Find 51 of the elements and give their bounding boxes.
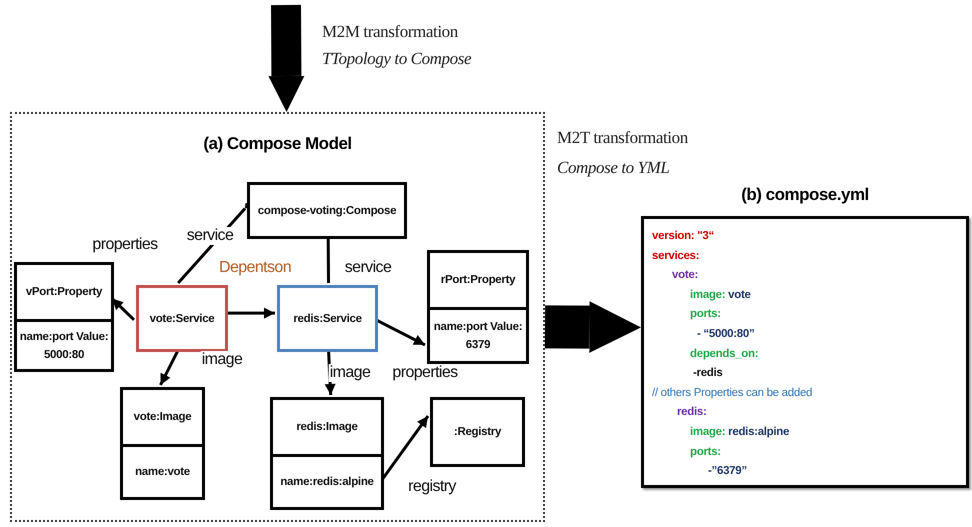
block-arrow [544,301,641,353]
code-line: image: redis:alpine [689,424,790,440]
arrow [324,350,336,396]
code-line: -redis [692,366,724,382]
code-line: version: "3“ [652,229,715,244]
code-line: ports: [689,444,722,460]
attribute-text: name:port Value: 6379 [432,320,524,352]
edge-label: image [328,364,372,382]
attribute-text: name:port Value: 5000:80 [18,330,110,362]
transformation-note: M2T transformation [557,128,688,148]
class-box [430,397,525,467]
code-line: ports: [689,307,722,322]
class-name: compose-voting:Compose [258,204,396,218]
class-name: redis:Image [296,420,358,435]
transformation-note: Compose to YML [557,158,670,178]
edge-label: properties [91,236,159,254]
class-name: redis:Service [293,312,362,326]
code-line: services: [652,248,700,264]
attribute-text: name:vote [135,465,190,480]
class-name: vote:Service [150,312,214,326]
code-line: vote: [671,268,699,284]
edge-label: Depentson [218,259,292,277]
class-box [14,262,114,372]
class-name: rPort:Property [440,273,516,288]
service-box [136,285,228,352]
attribute-text: name:redis:alpine [280,475,374,490]
transformation-note: TTopology to Compose [322,49,472,69]
class-name: :Registry [454,425,502,440]
edge-label: registry [407,478,457,496]
class-name: vPort:Property [26,285,102,300]
code-line: redis: [676,405,708,420]
panel-title: (b) compose.yml [740,185,870,205]
class-box [270,397,384,510]
panel-title: (a) Compose Model [202,134,353,154]
edge-label: properties [391,364,459,382]
class-name: vote:Image [134,410,192,425]
code-line: depends_on: [689,346,760,362]
arrow [226,308,275,319]
model-frame [10,112,545,522]
block-arrow [268,4,304,112]
code-line: -”6379” [707,464,748,480]
service-box [277,285,378,352]
code-line: - “5000:80” [696,326,756,342]
class-box [427,250,529,364]
class-box [247,182,407,239]
transformation-note: M2M transformation [322,22,458,42]
class-box [120,387,205,500]
code-comment: // others Properties can be added [652,386,814,401]
edge-label: service [186,227,234,245]
edge-label: image [200,351,244,369]
code-line: image: vote [689,288,752,303]
